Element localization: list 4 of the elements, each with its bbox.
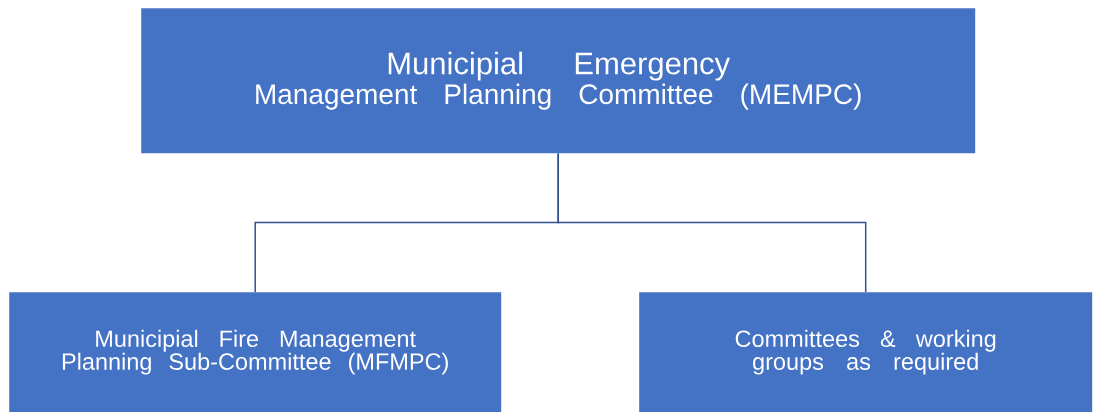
org-box: Municipial Fire Management Planning Sub-Committee (MFMPC) (9, 292, 502, 412)
org-box: Committees & working groups as required (639, 292, 1093, 412)
org-box: Municipial Emergency Management Planning Committee (MEMPC) (141, 8, 976, 154)
connector-line (557, 152, 867, 293)
